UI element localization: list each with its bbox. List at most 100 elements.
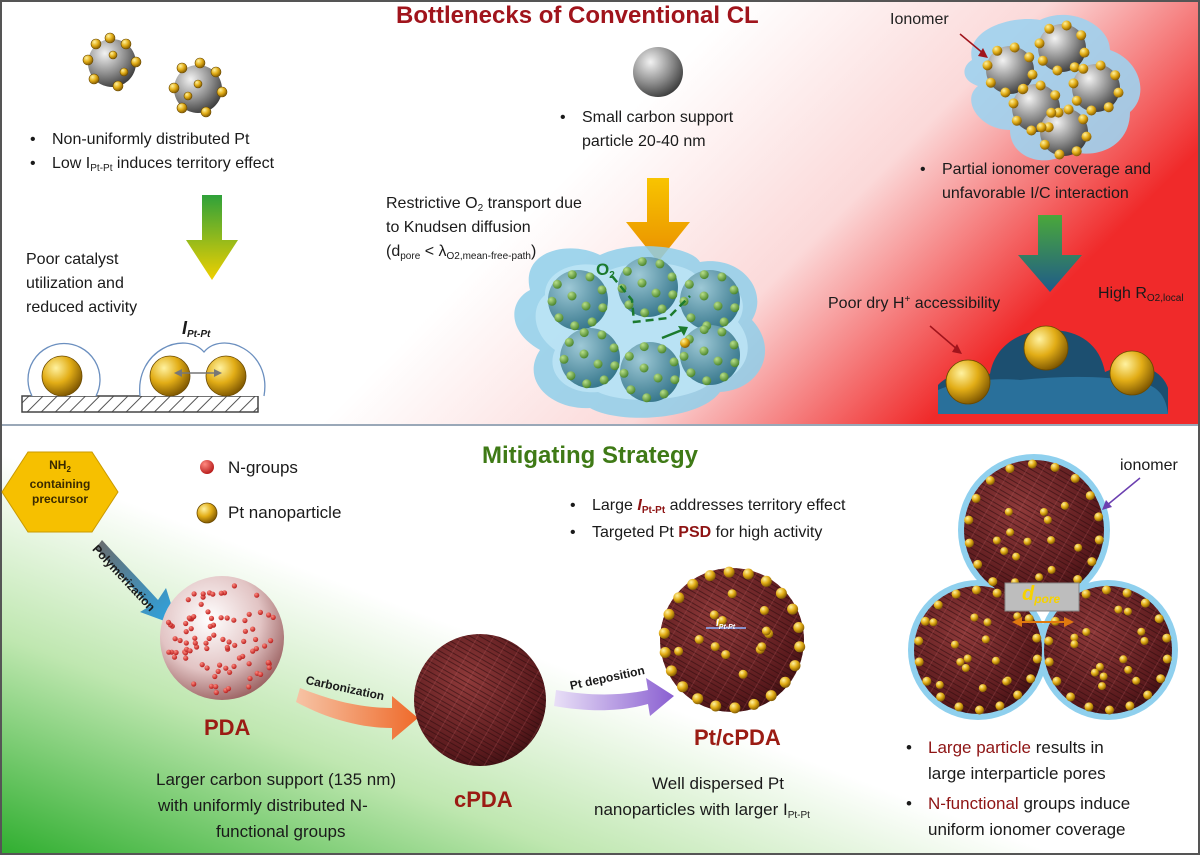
o2-path	[611, 275, 691, 348]
n-group-dot	[203, 640, 209, 646]
ionomer-label-bottom: ionomer	[1120, 457, 1178, 474]
well-dispersed-line-2: nanoparticles with larger IPt-Pt	[594, 800, 810, 821]
pt-dot	[1005, 464, 1015, 474]
pt-dot	[1044, 636, 1054, 646]
pt-dot	[1105, 705, 1114, 715]
pt-dot	[1046, 107, 1057, 118]
n-group-dot	[171, 654, 178, 660]
green-particle-dot	[686, 368, 696, 378]
n-group-dot	[194, 644, 200, 650]
pt-dot	[1124, 665, 1133, 674]
n-group-dot	[205, 609, 211, 615]
n-group-dot	[213, 689, 219, 696]
pt-dot	[709, 610, 719, 620]
pt-dot	[1018, 83, 1029, 94]
n-group-dot	[224, 644, 230, 651]
pt-dot	[920, 616, 930, 626]
legend-n-groups-label: N-groups	[228, 458, 298, 477]
n-group-dot	[268, 638, 274, 644]
pt-dot	[1026, 125, 1037, 136]
n-group-dot	[183, 655, 189, 661]
pt-dot	[1060, 501, 1069, 510]
carbonization-arrow	[296, 688, 418, 740]
green-particle-dot	[713, 356, 723, 366]
pt-dot	[1070, 473, 1080, 483]
pt-dot	[1079, 47, 1090, 58]
ipt-label: IPt-Pt	[182, 318, 211, 340]
green-particle-dot	[651, 288, 661, 298]
pt-dot	[985, 476, 995, 485]
n-group-dot	[208, 615, 215, 622]
pt-dot	[1074, 543, 1083, 552]
pt-dot	[1047, 536, 1056, 545]
pt-dot	[787, 603, 799, 615]
pt-dot	[951, 589, 961, 599]
n-group-dot	[213, 684, 219, 690]
pt-dot	[1102, 585, 1111, 595]
green-particle-dot	[717, 272, 727, 282]
n-group-dot	[253, 646, 259, 652]
pt-dot	[742, 568, 754, 580]
pt-dot	[779, 676, 791, 688]
pt-dot	[760, 575, 772, 587]
larger-support-line-3: functional groups	[216, 822, 346, 841]
green-particle-dot	[582, 379, 592, 389]
green-particle-dot	[699, 325, 709, 335]
ionomer-layer-mid	[938, 376, 1168, 414]
n-group-dot	[253, 636, 259, 643]
green-particle-dot	[669, 357, 679, 367]
green-particle-dot	[686, 313, 696, 323]
pt-dot	[964, 538, 974, 548]
ionomer-label-top: Ionomer	[890, 11, 949, 28]
pt-dot	[995, 701, 1005, 711]
pt-dot	[1140, 637, 1149, 645]
n-group-dot	[218, 615, 224, 621]
pt-dot	[1076, 30, 1087, 41]
pt-dot	[1013, 612, 1022, 621]
pt-dot	[1002, 677, 1011, 686]
pt-dot	[727, 589, 737, 599]
pt-dot	[1037, 55, 1048, 66]
pt-dot	[704, 570, 716, 582]
left-bullet-1: Non-uniformly distributed Pt	[30, 130, 249, 150]
pt-dot	[1039, 508, 1048, 516]
green-particle-dot	[599, 375, 609, 385]
pt-dot	[775, 587, 787, 599]
pt-dot	[1081, 589, 1091, 599]
n-group-dot	[220, 636, 226, 643]
pt-dot	[1043, 516, 1052, 524]
pt-dot	[1050, 90, 1061, 101]
green-particle-dot	[702, 376, 712, 386]
pt-dot	[1052, 676, 1062, 686]
pt-dot	[674, 646, 684, 656]
larger-support-line-2: with uniformly distributed N-	[158, 796, 368, 815]
green-particle-dot	[655, 259, 665, 269]
n-group-dot	[227, 669, 233, 675]
pt-dot	[972, 585, 981, 595]
green-particle-dot	[729, 285, 739, 295]
pt-dot	[982, 60, 993, 71]
pt-dot	[1000, 87, 1011, 98]
pt-particle-single	[41, 355, 83, 397]
green-particle-dot	[668, 290, 678, 300]
n-group-dot	[258, 671, 264, 678]
n-group-dot	[183, 620, 189, 627]
n-group-dot	[236, 655, 242, 661]
ionomer-cluster-spheres	[982, 20, 1124, 160]
pt-dot	[717, 616, 727, 625]
pt-dot	[692, 693, 704, 705]
pt-dot	[658, 627, 670, 639]
top-title: Bottlenecks of Conventional CL	[396, 2, 759, 29]
green-particle-dot	[719, 317, 729, 327]
legend-pt-dot	[196, 502, 218, 524]
n-group-dot	[207, 623, 213, 630]
dry-h-label: Poor dry H+ accessibility	[828, 294, 1001, 312]
pt-dot	[1035, 573, 1044, 582]
pt-dot	[1035, 80, 1046, 91]
pt-dot	[794, 641, 806, 653]
arrow-down-green-blue	[1018, 215, 1082, 292]
n-group-dot	[247, 675, 253, 682]
green-particle-dot	[729, 340, 739, 350]
transport-line-1: Restrictive O2 transport due	[386, 195, 582, 214]
right-bottom-bullet-1-cont: large interparticle pores	[928, 764, 1106, 783]
